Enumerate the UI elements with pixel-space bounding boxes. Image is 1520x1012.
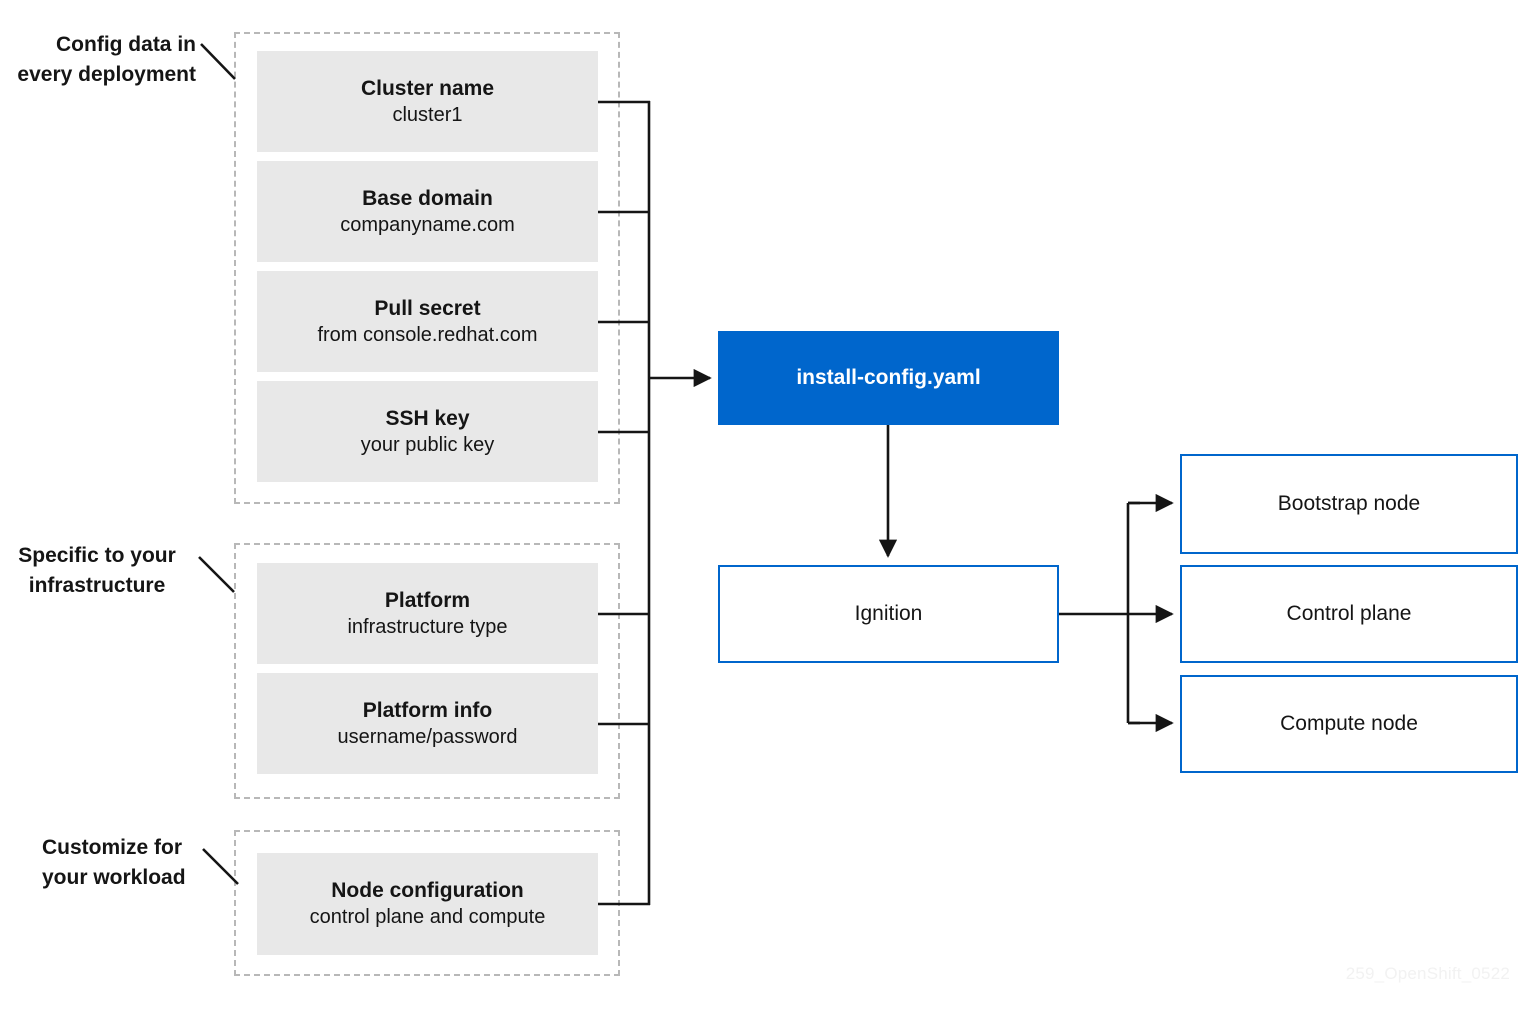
box-control-plane: Control plane — [1180, 565, 1518, 663]
card-subtitle: infrastructure type — [347, 615, 508, 638]
group-label-infrastructure: Specific to your infrastructure — [18, 544, 176, 597]
watermark-text: 259_OpenShift_0522 — [1345, 964, 1510, 983]
card-node-configuration: Node configuration control plane and com… — [257, 853, 598, 955]
card-title: Node configuration — [331, 879, 524, 902]
card-title: Cluster name — [360, 76, 495, 100]
leader-line-infrastructure — [198, 556, 235, 593]
card-title: Base domain — [362, 186, 493, 210]
card-ssh-key: SSH key your public key — [257, 381, 598, 482]
box-install-config-yaml: install-config.yaml — [718, 331, 1059, 425]
group-container-config — [234, 32, 620, 504]
box-label: Bootstrap node — [1277, 492, 1421, 515]
card-title: SSH key — [385, 406, 470, 430]
box-label: install-config.yaml — [796, 366, 981, 389]
card-subtitle: username/password — [337, 725, 518, 748]
box-bootstrap-node: Bootstrap node — [1180, 454, 1518, 554]
card-subtitle: your public key — [360, 433, 495, 456]
leader-line-config — [200, 43, 236, 80]
card-pull-secret: Pull secret from console.redhat.com — [257, 271, 598, 372]
box-label: Control plane — [1286, 602, 1412, 625]
group-container-infrastructure — [234, 543, 620, 799]
box-label: Compute node — [1280, 712, 1418, 735]
card-subtitle: companyname.com — [340, 213, 515, 236]
card-subtitle: cluster1 — [392, 103, 463, 126]
card-title: Platform info — [362, 698, 493, 722]
card-platform-info: Platform info username/password — [257, 673, 598, 774]
group-label-config: Config data in every deployment — [17, 33, 196, 86]
card-platform: Platform infrastructure type — [257, 563, 598, 664]
card-subtitle: from console.redhat.com — [317, 323, 538, 346]
box-label: Ignition — [854, 602, 923, 625]
group-label-workload: Customize for your workload — [42, 836, 186, 889]
card-base-domain: Base domain companyname.com — [257, 161, 598, 262]
card-title: Platform — [384, 588, 471, 612]
card-title: Pull secret — [374, 296, 481, 320]
card-cluster-name: Cluster name cluster1 — [257, 51, 598, 152]
box-ignition: Ignition — [718, 565, 1059, 663]
card-subtitle: control plane and compute — [309, 906, 546, 928]
box-compute-node: Compute node — [1180, 675, 1518, 773]
